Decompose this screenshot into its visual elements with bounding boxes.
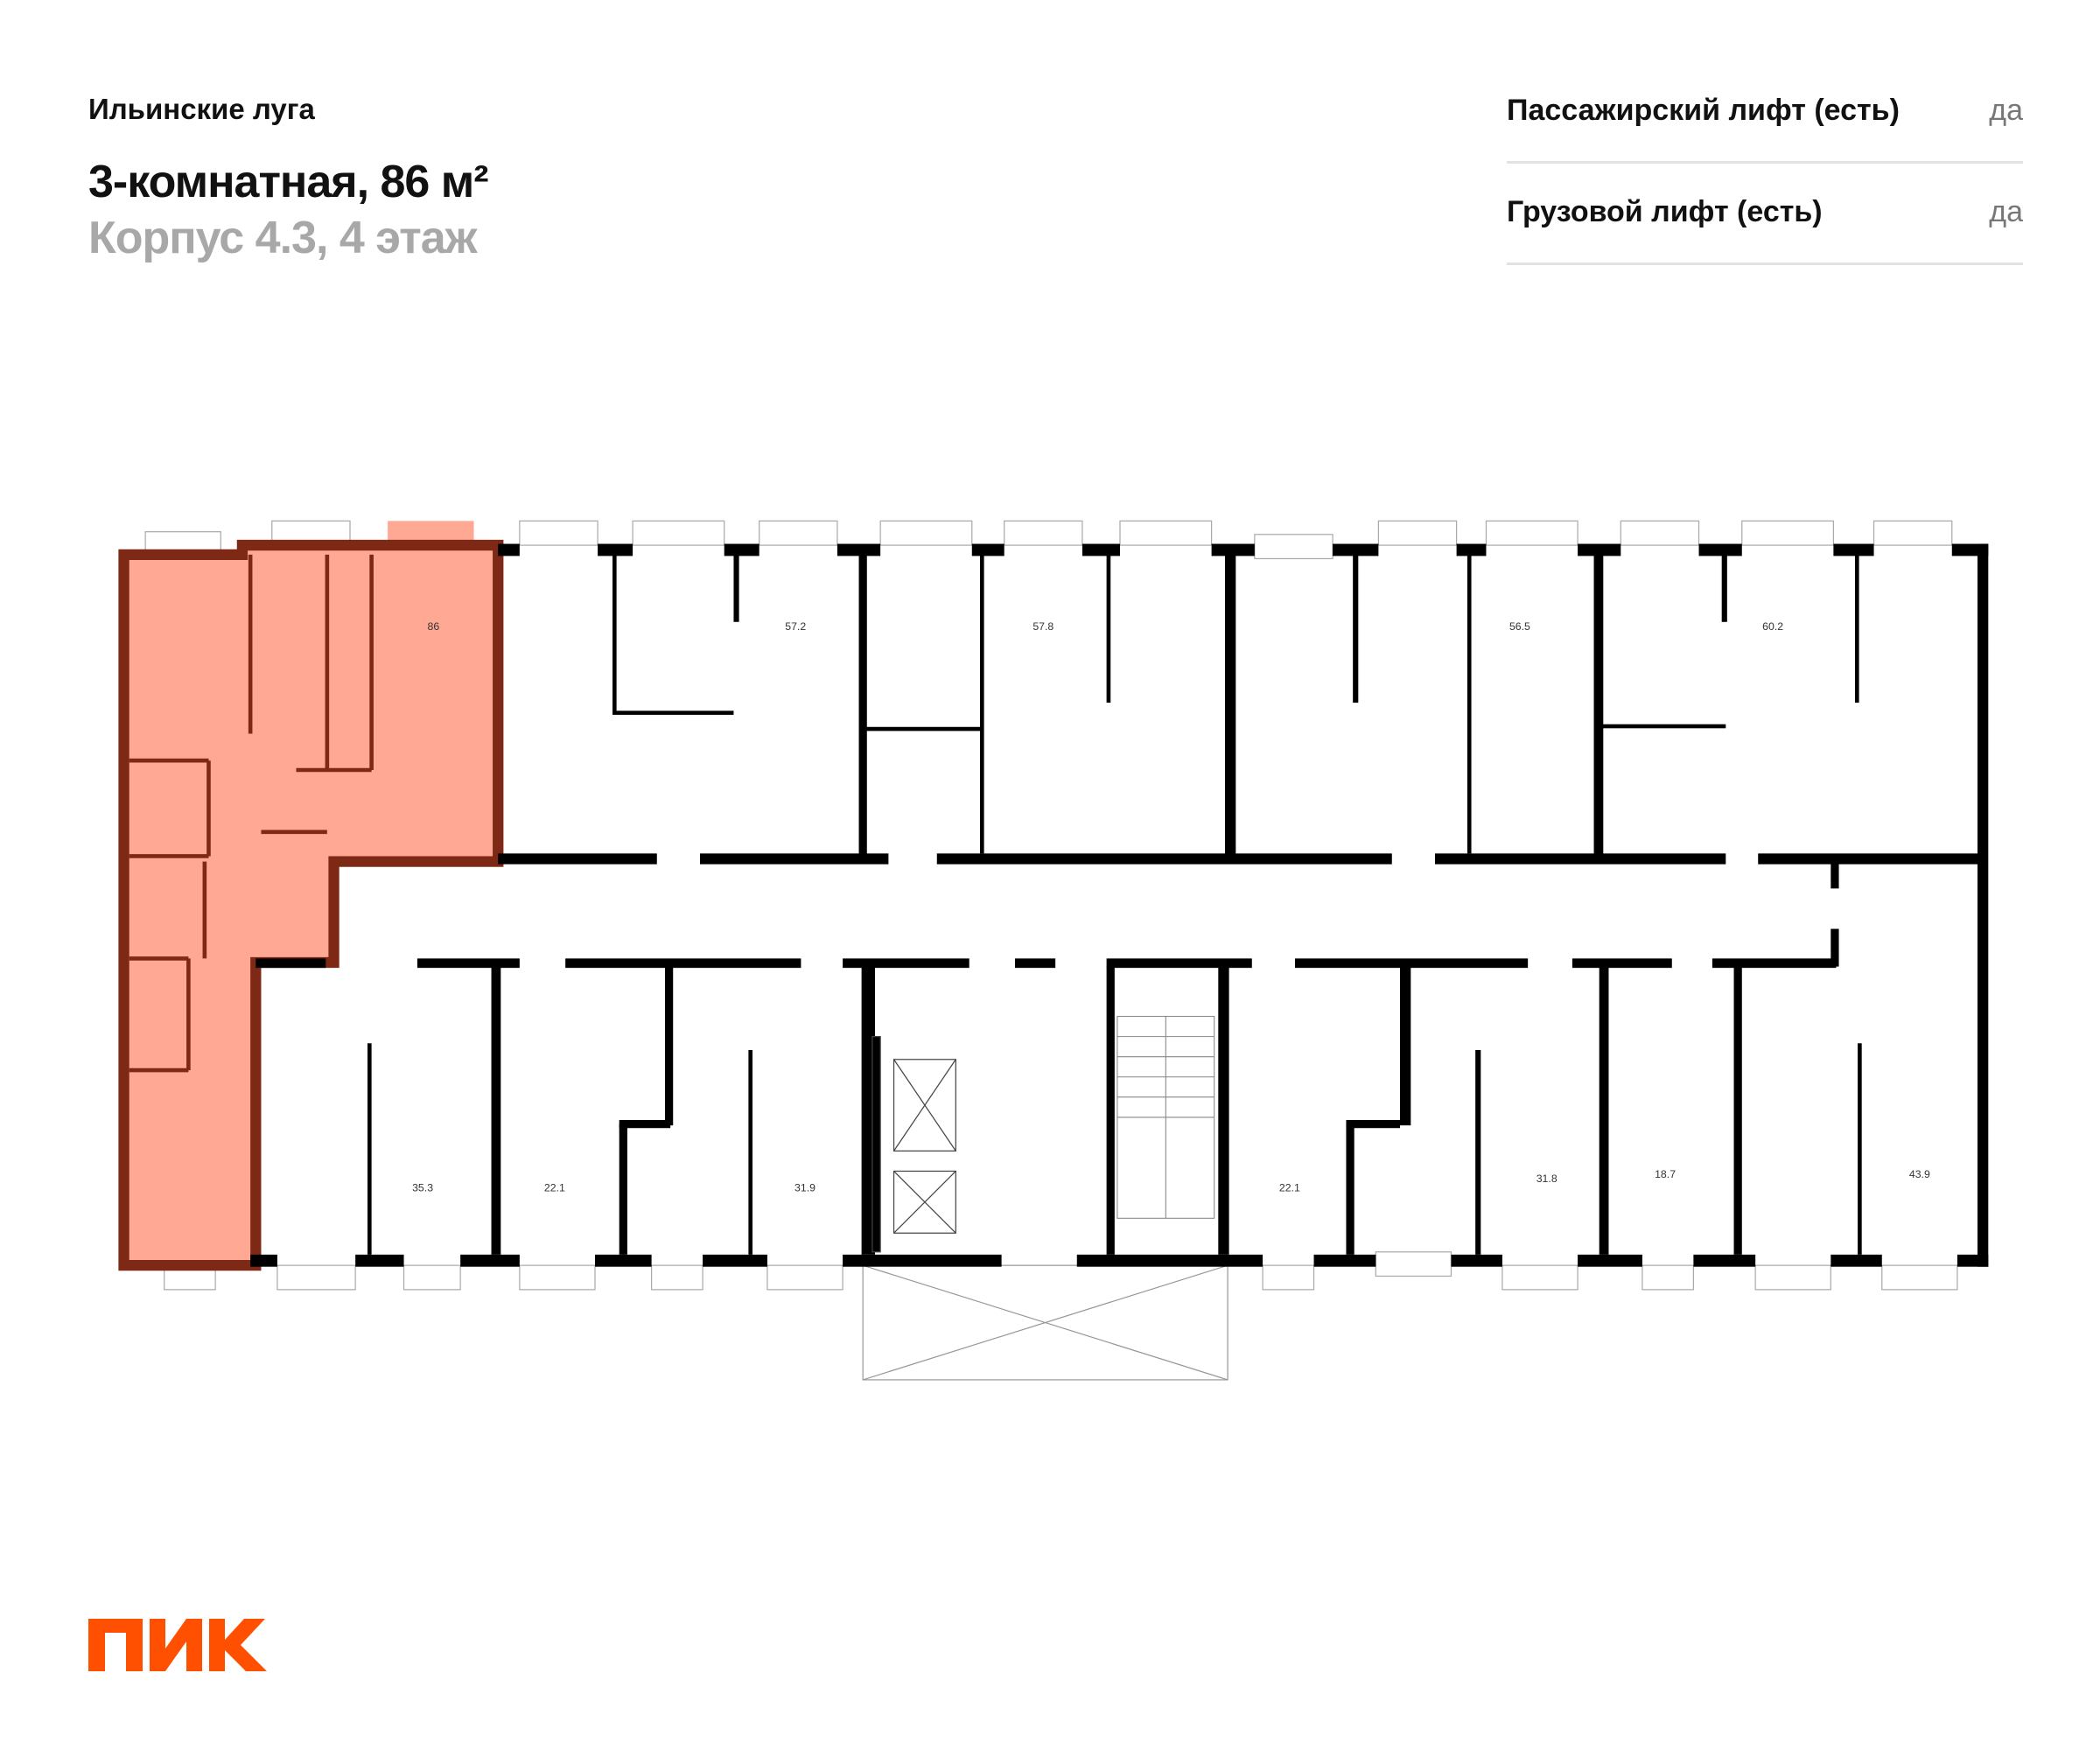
walls — [250, 543, 1989, 1267]
feature-freight-lift: Грузовой лифт (есть) да — [1507, 161, 2023, 265]
building-floor-subtitle: Корпус 4.3, 4 этаж — [88, 213, 477, 263]
selected-apartment[interactable]: 86 — [118, 521, 504, 1271]
apartment-area[interactable]: 31.9 — [794, 1182, 816, 1194]
feature-value: да — [1989, 194, 2023, 228]
apartment-area[interactable]: 60.2 — [1762, 620, 1783, 633]
stairwell — [1116, 1016, 1215, 1219]
apartment-area[interactable]: 35.3 — [412, 1182, 433, 1194]
apartment-area-selected: 86 — [428, 620, 440, 633]
apartment-area[interactable]: 22.1 — [544, 1182, 565, 1194]
pik-logo — [88, 1619, 267, 1671]
apartment-area[interactable]: 56.5 — [1509, 620, 1530, 633]
apartment-title: 3-комнатная, 86 м² — [88, 157, 489, 207]
apartment-area[interactable]: 57.2 — [785, 620, 806, 633]
apartment-area[interactable]: 31.8 — [1536, 1172, 1558, 1185]
complex-name: Ильинские луга — [88, 93, 315, 125]
feature-value: да — [1989, 93, 2023, 127]
apartment-labels: 57.2 57.8 56.5 60.2 35.3 22.1 31.9 22.1 … — [412, 620, 1930, 1194]
apartment-area[interactable]: 22.1 — [1279, 1182, 1300, 1194]
apartment-area[interactable]: 57.8 — [1032, 620, 1054, 633]
feature-label: Грузовой лифт (есть) — [1507, 194, 1823, 228]
entrance-porch — [862, 1264, 1228, 1381]
lift-shafts — [872, 1036, 956, 1253]
feature-passenger-lift: Пассажирский лифт (есть) да — [1507, 60, 2023, 164]
apartment-area[interactable]: 43.9 — [1909, 1168, 1930, 1180]
feature-label: Пассажирский лифт (есть) — [1507, 93, 1900, 127]
apartment-area[interactable]: 18.7 — [1655, 1168, 1676, 1180]
